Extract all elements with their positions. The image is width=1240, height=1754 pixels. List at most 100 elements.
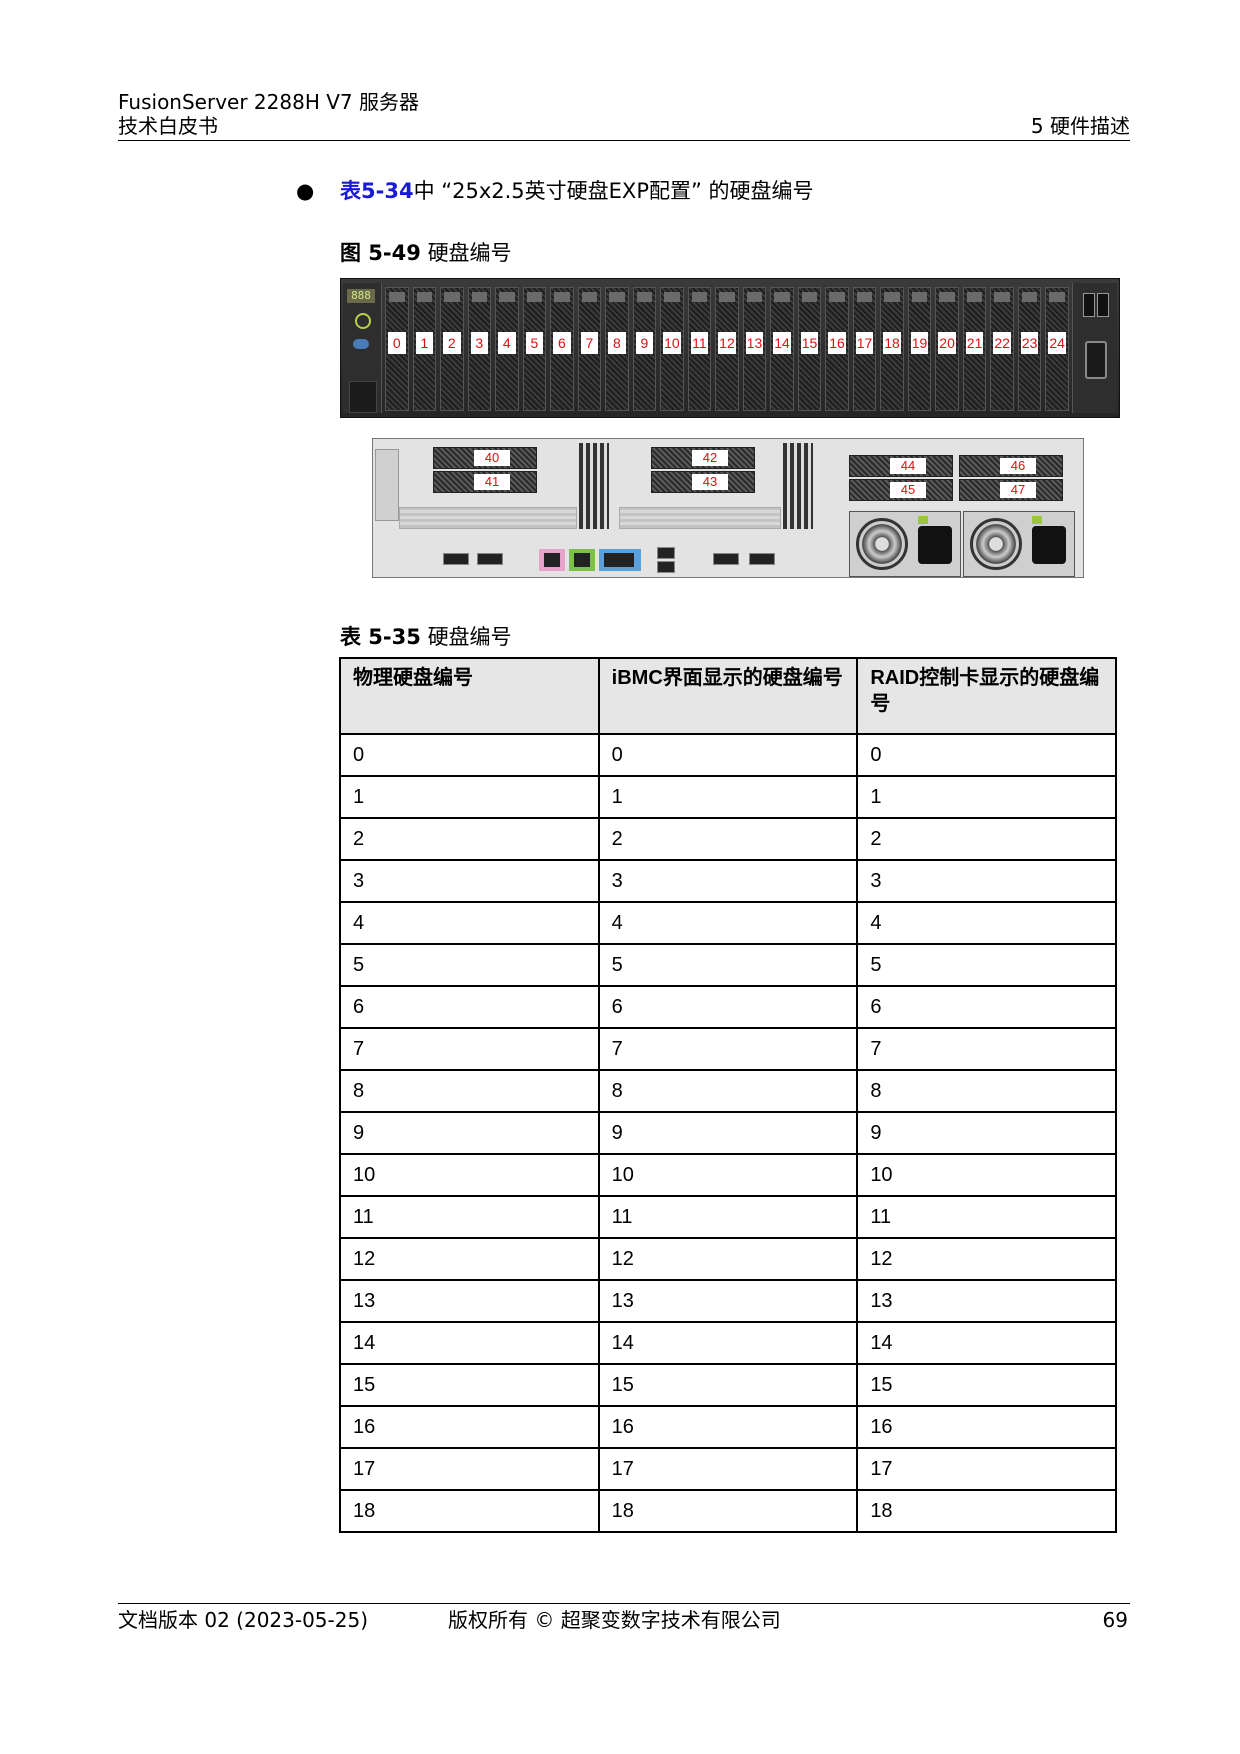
front-disk-bay: 9 <box>632 287 657 411</box>
disk-number-label: 24 <box>1048 332 1066 354</box>
disk-number-label: 5 <box>525 332 544 354</box>
rear-vent <box>619 507 781 529</box>
section-title: 5 硬件描述 <box>1030 114 1130 138</box>
table-cell: 9 <box>339 1111 600 1155</box>
front-disk-bay: 23 <box>1017 287 1042 411</box>
front-disk-bay: 21 <box>962 287 987 411</box>
table-cell: 11 <box>339 1195 600 1239</box>
front-disk-bay: 15 <box>797 287 822 411</box>
table-cell: 1 <box>597 775 859 819</box>
bay-latch <box>609 292 625 302</box>
front-disk-bay: 6 <box>550 287 574 411</box>
page-number: 69 <box>1102 1608 1128 1632</box>
table-cell: 2 <box>339 817 600 861</box>
bay-latch <box>554 292 570 302</box>
disk-number-label: 13 <box>745 332 764 354</box>
bay-latch <box>801 292 818 302</box>
bullet-text: 中 “25x2.5英寸硬盘EXP配置” 的硬盘编号 <box>413 179 814 203</box>
front-disk-bay: 7 <box>577 287 602 411</box>
front-left-ear: 888 <box>343 283 382 413</box>
table-header-row: 物理硬盘编号 iBMC界面显示的硬盘编号 RAID控制卡显示的硬盘编号 <box>339 657 1117 735</box>
column-header: iBMC界面显示的硬盘编号 <box>597 657 859 735</box>
front-disk-bay: 19 <box>907 287 932 411</box>
table-cell: 6 <box>597 985 859 1029</box>
front-disk-bay: 17 <box>852 287 877 411</box>
disk-number-label: 14 <box>773 332 791 354</box>
figure-title: 硬盘编号 <box>427 241 512 265</box>
bay-latch <box>829 292 845 302</box>
table-cell: 7 <box>856 1027 1117 1071</box>
front-disk-bay: 2 <box>440 287 464 411</box>
bay-latch <box>939 292 955 302</box>
disk-number-label: 4 <box>498 332 516 354</box>
rear-disk-bay: 41 <box>433 471 537 493</box>
disk-number-label: 1 <box>415 332 434 354</box>
table-cell: 10 <box>856 1153 1117 1197</box>
disk-number-label: 15 <box>800 332 819 354</box>
doc-version: 文档版本 02 (2023-05-25) <box>118 1608 368 1632</box>
front-disk-bay: 1 <box>412 287 437 411</box>
table-caption: 表 5-35 硬盘编号 <box>340 624 512 650</box>
disk-number-label: 17 <box>855 332 874 354</box>
table-cell: 13 <box>597 1279 859 1323</box>
table-cell: 15 <box>339 1363 600 1407</box>
table-label: 表 5-35 <box>340 625 421 649</box>
disk-number-label: 42 <box>692 450 728 466</box>
disk-number-label: 44 <box>890 458 926 474</box>
table-cell: 14 <box>597 1321 859 1365</box>
table-cell: 15 <box>856 1363 1117 1407</box>
front-disk-bay: 10 <box>660 287 684 411</box>
disk-number-label: 21 <box>965 332 984 354</box>
table-cell: 1 <box>339 775 600 819</box>
table-cell: 0 <box>856 733 1117 777</box>
disk-number-label: 43 <box>692 474 728 490</box>
table-cell: 18 <box>339 1489 600 1533</box>
table-cell: 8 <box>597 1069 859 1113</box>
table-cell: 4 <box>597 901 859 945</box>
table-cell: 0 <box>597 733 859 777</box>
front-right-ear <box>1072 283 1117 413</box>
table-cell: 9 <box>856 1111 1117 1155</box>
io-port-icon <box>477 553 503 565</box>
disk-number-label: 22 <box>993 332 1011 354</box>
disk-number-label: 8 <box>608 332 626 354</box>
disk-number-label: 9 <box>635 332 654 354</box>
rear-grill <box>579 443 609 529</box>
ethernet-port-icon <box>569 549 595 571</box>
disk-number-label: 46 <box>1000 458 1036 474</box>
front-disk-bay: 13 <box>742 287 767 411</box>
table-cell: 2 <box>597 817 859 861</box>
product-name: FusionServer 2288H V7 服务器 <box>118 90 419 114</box>
io-port-icon <box>443 553 469 565</box>
bay-latch <box>691 292 708 302</box>
disk-number-label: 18 <box>883 332 901 354</box>
front-disk-bay: 22 <box>990 287 1014 411</box>
table-cell: 8 <box>339 1069 600 1113</box>
bay-latch <box>444 292 460 302</box>
bay-latch <box>1021 292 1038 302</box>
table-cell: 12 <box>339 1237 600 1281</box>
table-reference-link[interactable]: 表5-34 <box>340 179 414 203</box>
front-panel-slot <box>349 381 377 413</box>
uid-button-icon <box>353 339 369 349</box>
table-cell: 13 <box>339 1279 600 1323</box>
table-cell: 18 <box>856 1489 1117 1533</box>
server-rear-panel: 40 41 42 43 44 46 45 47 <box>372 438 1084 578</box>
table-cell: 6 <box>339 985 600 1029</box>
copyright: 版权所有 © 超聚变数字技术有限公司 <box>448 1608 781 1632</box>
bay-latch <box>471 292 488 302</box>
rear-disk-bay: 46 <box>959 455 1063 477</box>
front-disk-bay: 8 <box>605 287 629 411</box>
disk-number-label: 45 <box>890 482 926 498</box>
